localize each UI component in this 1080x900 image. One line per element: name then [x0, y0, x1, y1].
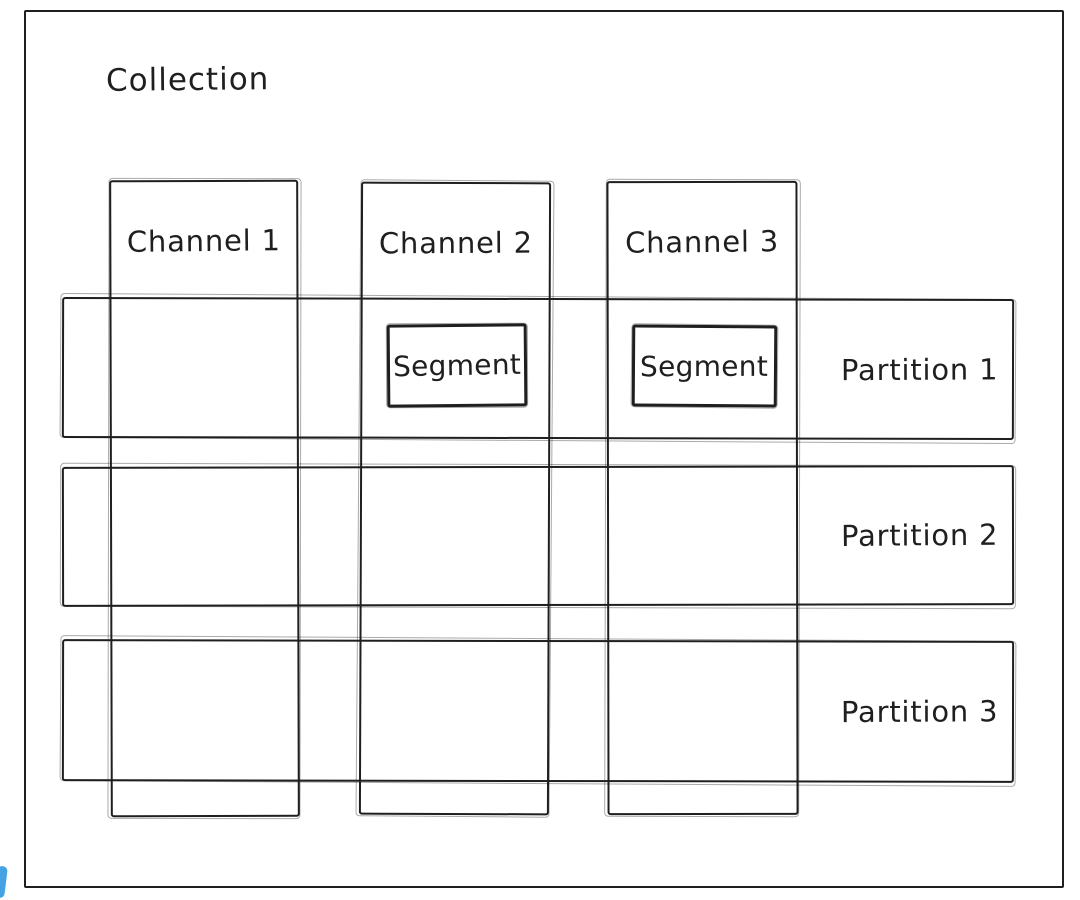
segment-2-label: Segment [640, 349, 769, 383]
partition-2-box: Partition 2 [61, 465, 1015, 607]
segment-1-box: Segment [386, 323, 528, 408]
channel-2-label: Channel 2 [378, 225, 533, 261]
channel-1-label: Channel 1 [126, 223, 281, 259]
channel-3-label: Channel 3 [624, 224, 780, 260]
collection-box [24, 10, 1064, 888]
partition-1-label: Partition 1 [840, 351, 999, 387]
partition-3-box: Partition 3 [61, 639, 1015, 783]
blue-edge-artifact-icon [0, 865, 8, 899]
segment-2-box: Segment [631, 324, 778, 408]
partition-1-box: Partition 1 [61, 297, 1015, 440]
segment-1-label: Segment [392, 347, 522, 384]
partition-3-label: Partition 3 [840, 694, 999, 730]
partition-2-label: Partition 2 [840, 517, 999, 554]
collection-title: Collection [105, 61, 270, 99]
